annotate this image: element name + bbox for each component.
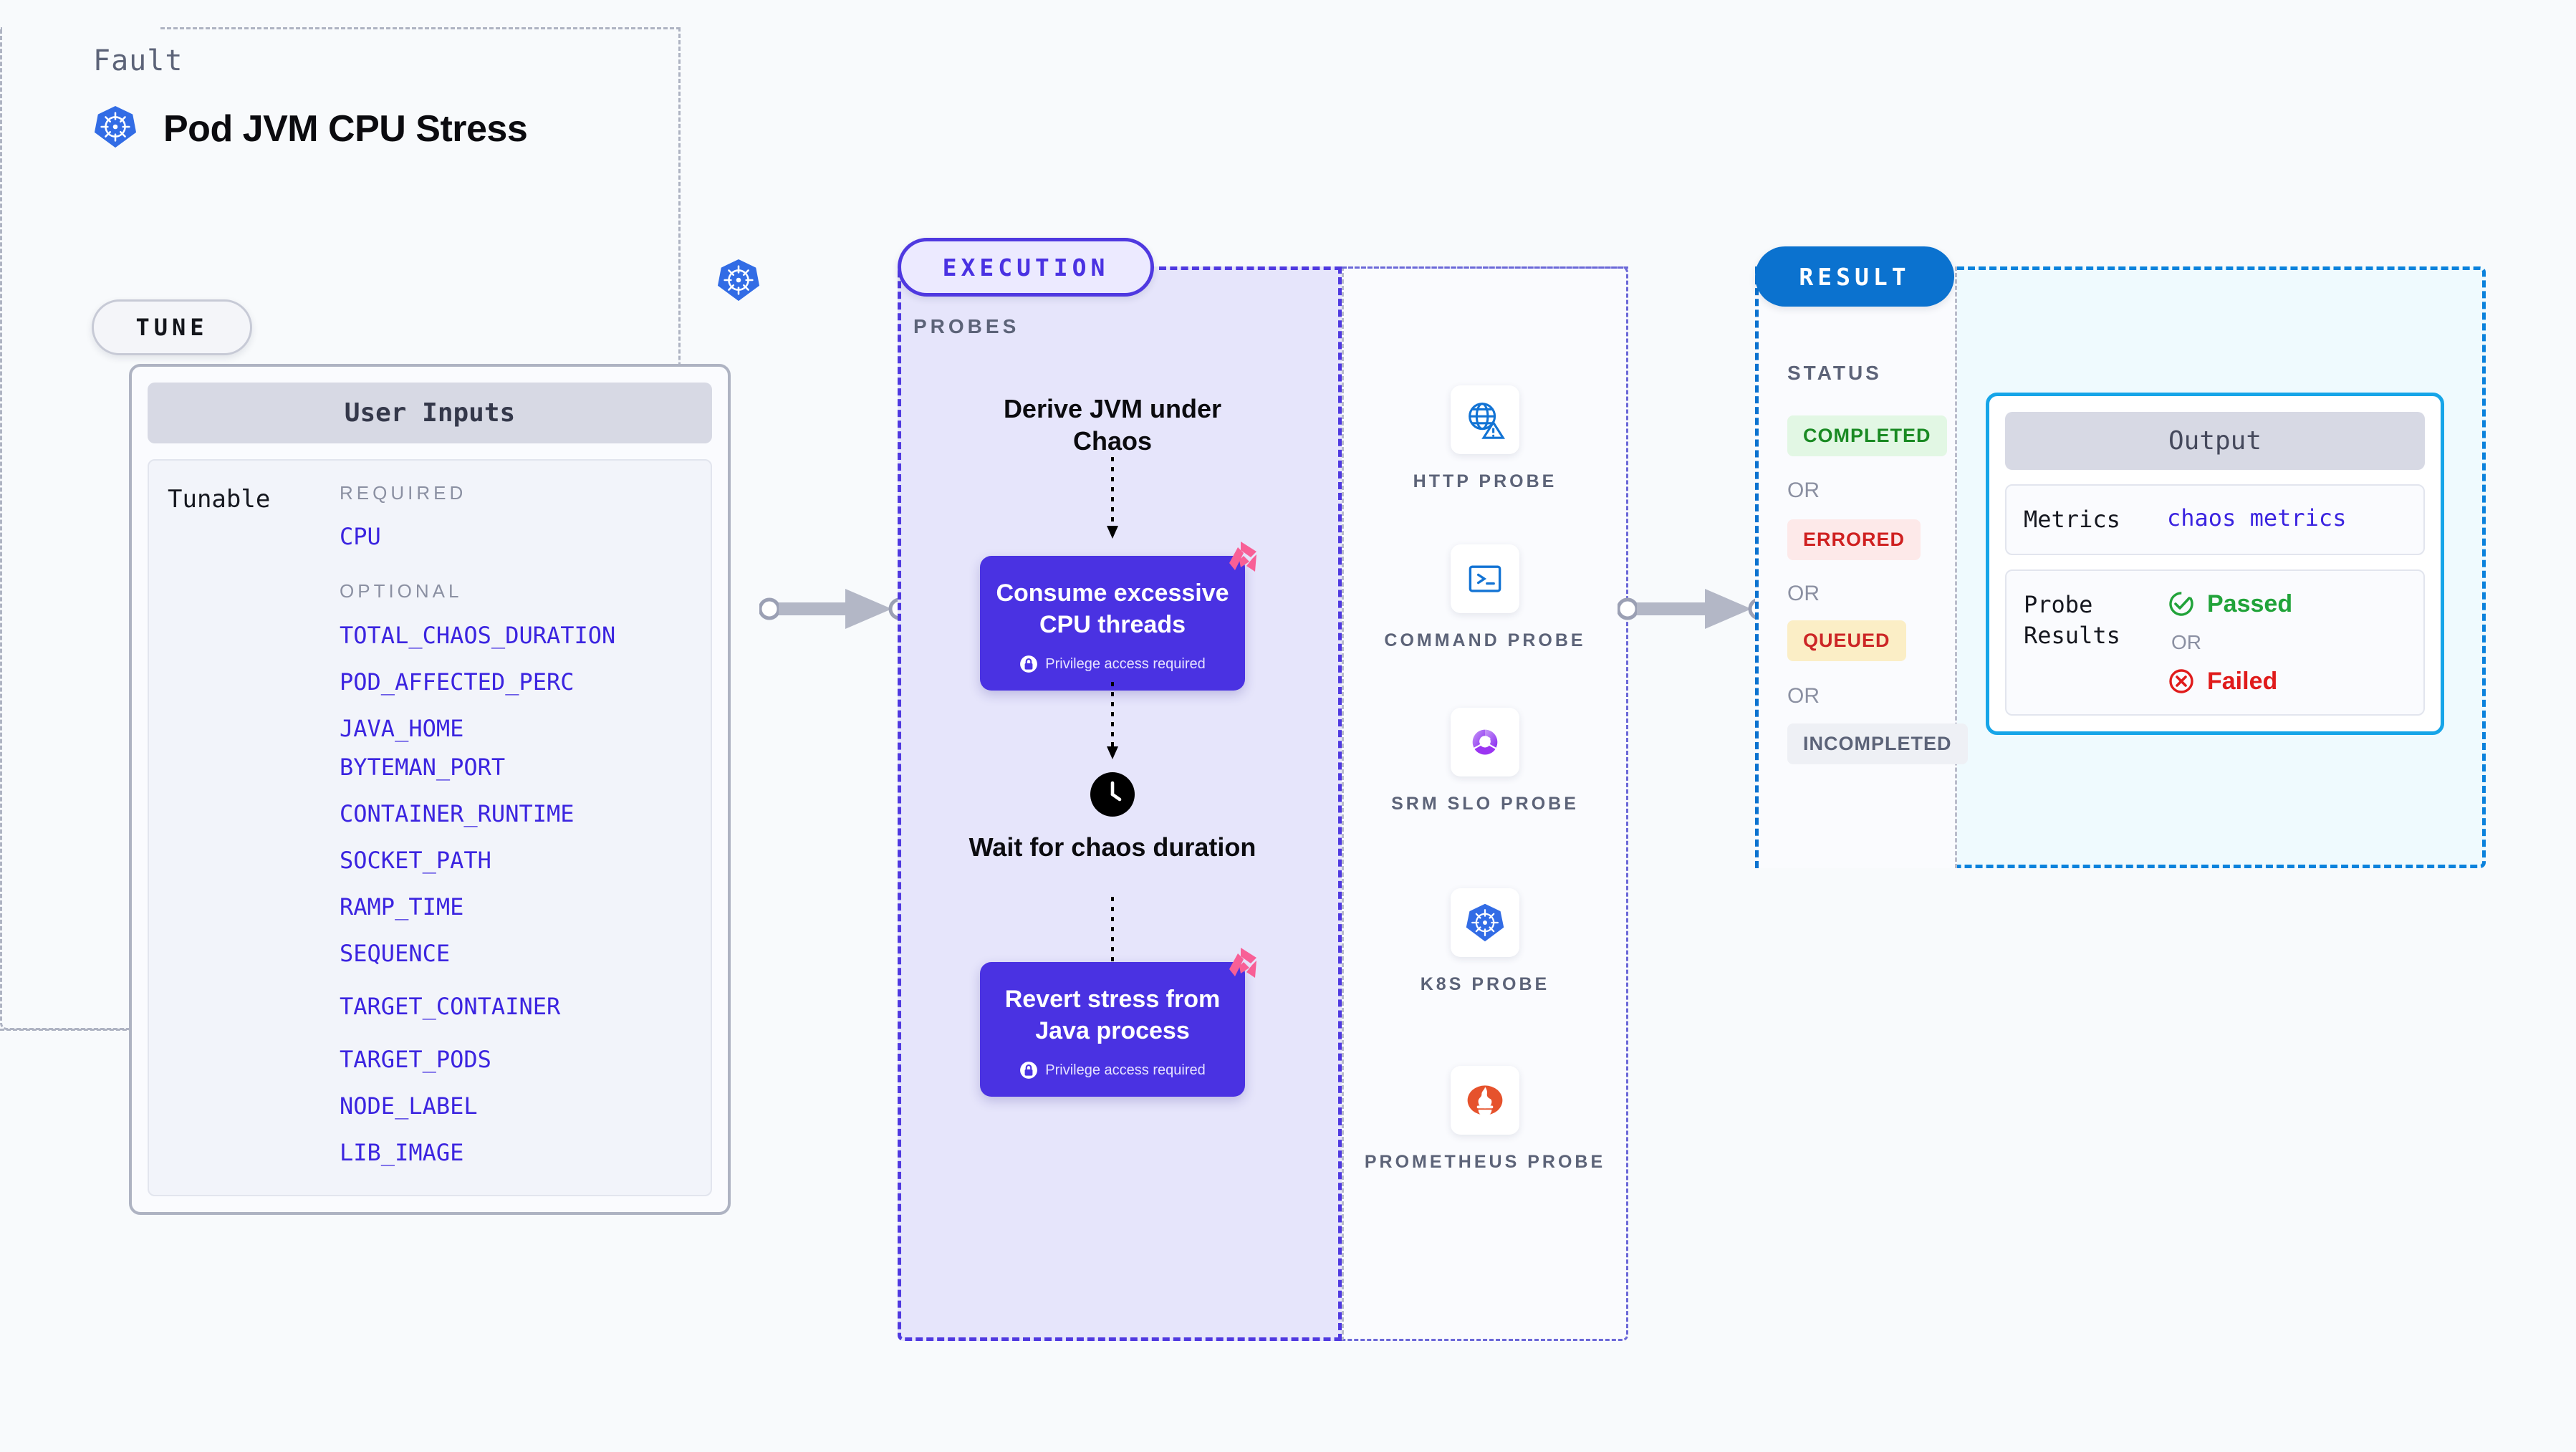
probe-label: PROMETHEUS PROBE [1364,1152,1606,1172]
execution-card-revert-stress[interactable]: Revert stress from Java process Privileg… [980,948,1256,1097]
param-list: REQUIRED CPU OPTIONAL TOTAL_CHAOS_DURATI… [340,482,615,1166]
tune-panel-border-top [160,27,681,29]
arrow-down-icon [1107,457,1118,539]
output-metrics-row: Metrics chaos metrics [2005,484,2425,556]
output-card: Output Metrics chaos metrics Probe Resul… [1986,393,2444,736]
kubernetes-icon [716,258,761,306]
slo-gauge-icon [1451,708,1519,777]
privilege-note-text: Privilege access required [1045,655,1206,672]
probe-label: COMMAND PROBE [1384,630,1586,650]
privilege-note: Privilege access required [994,1061,1231,1080]
output-probe-results-row: Probe Results Passed OR Failed [2005,569,2425,716]
lock-icon [1020,655,1038,673]
privilege-note: Privilege access required [994,655,1231,673]
probe-result-failed-text: Failed [2207,667,2278,695]
page-title: Pod JVM CPU Stress [163,107,528,150]
probe-label: K8S PROBE [1420,974,1550,994]
arrow-down-icon [1107,682,1118,759]
param-target-container[interactable]: TARGET_CONTAINER [340,993,561,1020]
probe-label: HTTP PROBE [1413,471,1557,491]
param-total-chaos-duration[interactable]: TOTAL_CHAOS_DURATION [340,622,616,649]
param-lib-image[interactable]: LIB_IMAGE [340,1139,464,1166]
kubernetes-icon [1451,888,1519,957]
connector-tune-to-execution [759,589,910,629]
check-circle-icon [2169,592,2193,616]
title-row: Pod JVM CPU Stress [93,105,528,153]
probes-subpanel-border-top [1342,266,1628,269]
param-sequence[interactable]: SEQUENCE [340,940,451,967]
param-java-home[interactable]: JAVA_HOME [340,715,464,742]
optional-group-label: OPTIONAL [340,580,463,602]
execution-badge[interactable]: EXECUTION [898,238,1154,297]
prometheus-icon [1451,1066,1519,1135]
probe-result-passed: Passed [2167,590,2292,618]
probe-results-values: Passed OR Failed [2167,590,2292,696]
probe-results-label: Probe Results [2024,591,2120,650]
clock-icon [1090,772,1135,820]
tune-panel: TUNE [92,299,772,564]
tunable-label: Tunable [168,485,271,514]
lock-icon [1020,1062,1038,1080]
status-badge-errored: ERRORED [1787,519,1921,560]
or-separator: OR [1787,582,1820,605]
result-badge[interactable]: RESULT [1755,246,1954,307]
globe-warning-icon [1451,385,1519,454]
connector-execution-to-result [1618,589,1769,629]
fault-badge-icon [1219,945,1261,990]
param-container-runtime[interactable]: CONTAINER_RUNTIME [340,800,575,827]
result-status-column [1755,266,1957,868]
status-badge-incompleted: INCOMPLETED [1787,723,1968,764]
required-group-label: REQUIRED [340,482,467,504]
or-separator: OR [2171,631,2201,654]
privilege-note-text: Privilege access required [1045,1062,1206,1078]
x-circle-icon [2169,669,2193,693]
status-label: STATUS [1787,362,1882,384]
metrics-label: Metrics [2024,506,2120,533]
probes-label: PROBES [913,315,1020,337]
user-inputs-card: User Inputs Tunable REQUIRED CPU OPTIONA… [129,364,731,1215]
status-badge-completed: COMPLETED [1787,415,1947,456]
kubernetes-icon [93,105,138,153]
execution-step-wait-chaos: Wait for chaos duration [969,832,1256,862]
probe-http[interactable]: HTTP PROBE [1342,385,1628,494]
probe-label: SRM SLO PROBE [1391,794,1579,814]
status-badge-queued: QUEUED [1787,620,1906,661]
param-socket-path[interactable]: SOCKET_PATH [340,847,491,874]
tune-badge[interactable]: TUNE [92,299,252,355]
execution-card-title: Revert stress from Java process [1004,986,1221,1045]
probe-srm-slo[interactable]: SRM SLO PROBE [1342,708,1628,817]
fault-badge-icon [1219,539,1261,584]
probe-k8s[interactable]: K8S PROBE [1342,888,1628,997]
execution-step-derive-jvm: Derive JVM under Chaos [1003,394,1222,456]
or-separator: OR [1787,684,1820,708]
param-ramp-time[interactable]: RAMP_TIME [340,893,464,920]
probe-result-passed-text: Passed [2207,590,2293,617]
param-pod-affected-perc[interactable]: POD_AFFECTED_PERC [340,668,575,696]
execution-panel-border-top [1159,266,1342,270]
param-byteman-port[interactable]: BYTEMAN_PORT [340,754,506,781]
probe-result-failed: Failed [2167,667,2292,696]
probe-command[interactable]: COMMAND PROBE [1342,544,1628,653]
fault-kicker: Fault [93,44,183,77]
page-header: Fault Pod JVM CPU Stress [93,44,528,153]
metrics-value-link[interactable]: chaos metrics [2167,504,2347,532]
param-target-pods[interactable]: TARGET_PODS [340,1046,491,1073]
tunable-section: Tunable REQUIRED CPU OPTIONAL TOTAL_CHAO… [148,459,712,1196]
user-inputs-title: User Inputs [148,383,712,443]
output-title: Output [2005,412,2425,470]
param-cpu[interactable]: CPU [340,523,381,550]
or-separator: OR [1787,479,1820,502]
param-node-label[interactable]: NODE_LABEL [340,1092,478,1120]
execution-card-consume-cpu[interactable]: Consume excessive CPU threads Privilege … [980,542,1256,691]
probe-prometheus[interactable]: PROMETHEUS PROBE [1342,1066,1628,1175]
execution-card-title: Consume excessive CPU threads [996,580,1229,639]
terminal-icon [1451,544,1519,613]
